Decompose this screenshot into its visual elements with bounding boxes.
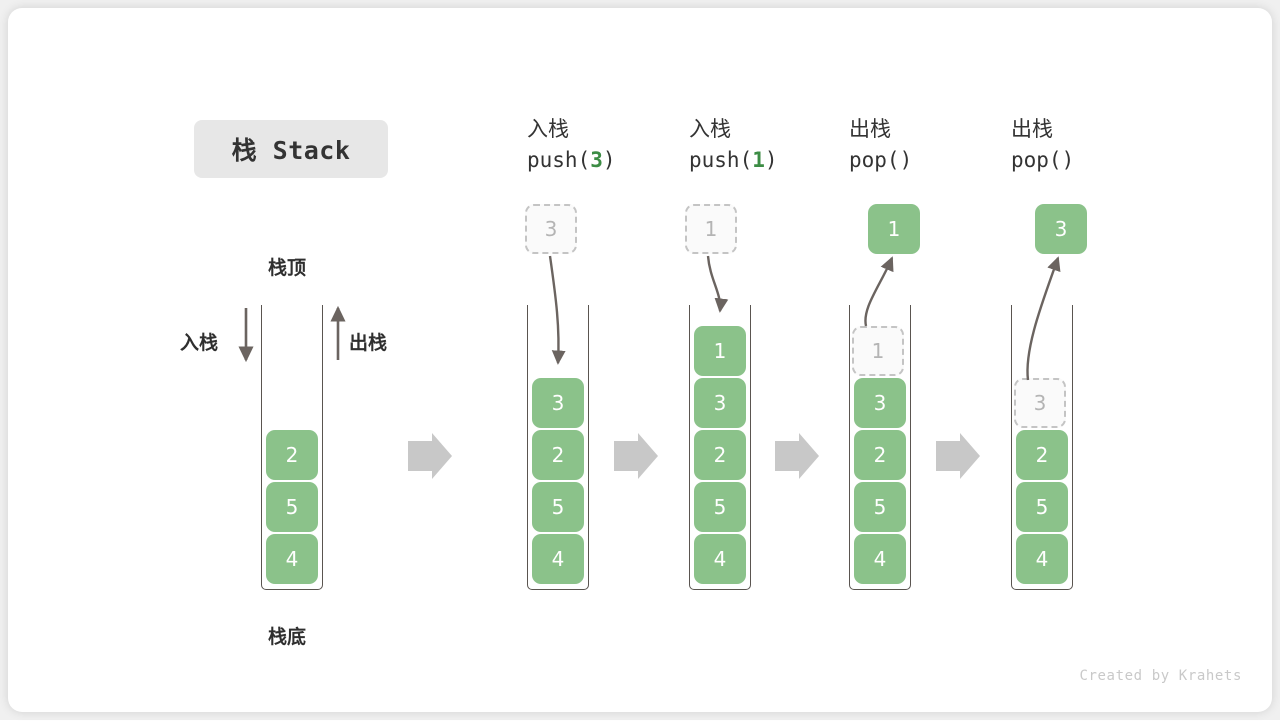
stack-element: 3 bbox=[694, 378, 746, 428]
call-prefix: push( bbox=[689, 148, 753, 172]
column-header-line2: pop() bbox=[849, 144, 912, 176]
stack-element: 5 bbox=[854, 482, 906, 532]
stack-element: 4 bbox=[1016, 534, 1068, 584]
diagram-title-badge: 栈 Stack bbox=[194, 120, 388, 178]
stack-container-pop-3 bbox=[1011, 305, 1073, 590]
incoming-ghost-element: 1 bbox=[685, 204, 737, 254]
column-header-line2: push(3) bbox=[527, 144, 616, 176]
removed-ghost-element: 1 bbox=[852, 326, 904, 376]
stack-container-pop-1 bbox=[849, 305, 911, 590]
call-suffix: ) bbox=[899, 148, 913, 172]
call-suffix: ) bbox=[764, 148, 778, 172]
call-suffix: ) bbox=[1061, 148, 1075, 172]
stack-element: 4 bbox=[854, 534, 906, 584]
transition-arrow-icon bbox=[408, 433, 452, 479]
column-header-pop-1: 出栈 pop() bbox=[849, 114, 912, 176]
pop-direction-label: 出栈 bbox=[349, 332, 388, 354]
arrow-overlay bbox=[238, 255, 1061, 479]
stack-element: 2 bbox=[854, 430, 906, 480]
stack-element: 3 bbox=[532, 378, 584, 428]
column-header-line1: 出栈 bbox=[1011, 117, 1053, 141]
stack-element: 5 bbox=[532, 482, 584, 532]
column-header-push-1: 入栈 push(1) bbox=[689, 114, 778, 176]
stack-container-initial bbox=[261, 305, 323, 590]
diagram-title-text: 栈 Stack bbox=[231, 136, 351, 165]
call-prefix: pop( bbox=[1011, 148, 1062, 172]
stack-element: 3 bbox=[854, 378, 906, 428]
stack-element: 4 bbox=[532, 534, 584, 584]
push-1-motion-arrow bbox=[706, 255, 729, 313]
removed-ghost-element: 3 bbox=[1014, 378, 1066, 428]
transition-arrow-icon bbox=[775, 433, 819, 479]
stack-element: 2 bbox=[694, 430, 746, 480]
stack-container-push-1 bbox=[689, 305, 751, 590]
diagram-card: 栈 Stack 栈顶 栈底 入栈 出栈 2 5 4 入栈 push(3) 3 3… bbox=[8, 8, 1272, 712]
stack-element: 2 bbox=[266, 430, 318, 480]
column-header-pop-3: 出栈 pop() bbox=[1011, 114, 1074, 176]
column-header-line2: push(1) bbox=[689, 144, 778, 176]
credit-text: Created by Krahets bbox=[1079, 668, 1242, 684]
push-direction-label: 入栈 bbox=[180, 332, 219, 354]
stack-element: 5 bbox=[1016, 482, 1068, 532]
stack-element: 2 bbox=[1016, 430, 1068, 480]
stack-element: 2 bbox=[532, 430, 584, 480]
call-prefix: pop( bbox=[849, 148, 900, 172]
stack-bottom-label: 栈底 bbox=[268, 626, 307, 648]
column-header-push-3: 入栈 push(3) bbox=[527, 114, 616, 176]
incoming-ghost-element: 3 bbox=[525, 204, 577, 254]
column-header-line2: pop() bbox=[1011, 144, 1074, 176]
popped-element: 1 bbox=[868, 204, 920, 254]
column-header-line1: 入栈 bbox=[689, 117, 731, 141]
stack-container-push-3 bbox=[527, 305, 589, 590]
call-prefix: push( bbox=[527, 148, 591, 172]
call-argument: 3 bbox=[590, 148, 603, 172]
call-suffix: ) bbox=[602, 148, 616, 172]
stack-element: 5 bbox=[266, 482, 318, 532]
stack-element: 5 bbox=[694, 482, 746, 532]
column-header-line1: 入栈 bbox=[527, 117, 569, 141]
stack-element: 4 bbox=[266, 534, 318, 584]
transition-arrow-icon bbox=[614, 433, 658, 479]
stack-top-label: 栈顶 bbox=[268, 257, 307, 279]
column-header-line1: 出栈 bbox=[849, 117, 891, 141]
call-argument: 1 bbox=[752, 148, 765, 172]
transition-arrow-icon bbox=[936, 433, 980, 479]
popped-element: 3 bbox=[1035, 204, 1087, 254]
stack-element: 1 bbox=[694, 326, 746, 376]
stack-element: 4 bbox=[694, 534, 746, 584]
